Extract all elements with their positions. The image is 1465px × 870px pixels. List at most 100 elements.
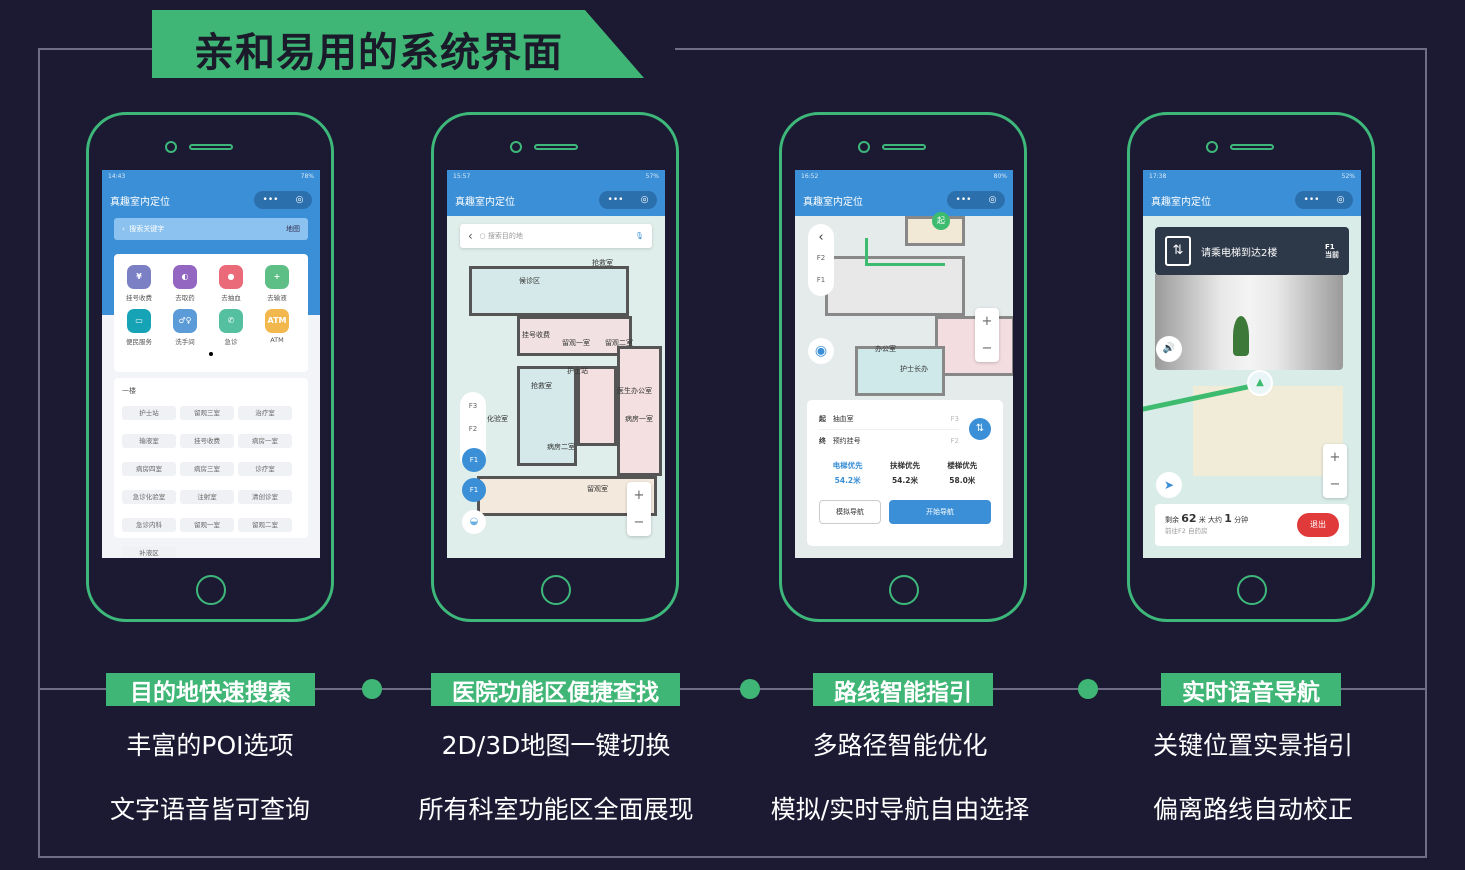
zoom-in-button[interactable]: + (1329, 450, 1341, 465)
room-chip[interactable]: 诊疗室 (238, 462, 292, 476)
zoom-control: +− (627, 482, 651, 536)
status-battery: 80% (993, 173, 1007, 180)
swap-button[interactable]: ⇅ (969, 418, 991, 440)
close-target-icon[interactable]: ◎ (295, 195, 304, 205)
floor-f2[interactable]: F2 (468, 425, 478, 433)
nav-bar: 真趣室内定位•••◎ (795, 184, 1013, 216)
zoom-in-button[interactable]: + (981, 314, 993, 329)
status-battery: 57% (645, 173, 659, 180)
floor-f1[interactable]: F1 (816, 276, 826, 284)
zoom-out-button[interactable]: − (981, 341, 993, 356)
more-icon[interactable]: ••• (1303, 195, 1320, 205)
back-icon[interactable]: ‹ (818, 230, 824, 245)
option-name: 楼梯优先 (947, 461, 978, 470)
back-icon[interactable]: ‹ (468, 229, 473, 243)
poi-registration[interactable]: ¥挂号收费 (116, 265, 162, 302)
close-target-icon[interactable]: ◎ (1336, 195, 1345, 205)
map-label: 留观室 (587, 485, 608, 493)
capsule-menu[interactable]: ••• ◎ (599, 191, 657, 209)
room-chip[interactable]: 挂号收费 (180, 434, 234, 448)
simulate-nav-button[interactable]: 模拟导航 (819, 500, 881, 524)
capsule-menu[interactable]: ••• ◎ (254, 191, 312, 209)
compass-icon[interactable]: ◒ (462, 510, 486, 534)
capsule-menu[interactable]: ••• ◎ (1295, 191, 1353, 209)
map-block (617, 346, 662, 476)
start-marker: 起 (932, 212, 950, 230)
more-icon[interactable]: ••• (607, 195, 624, 205)
elevator-icon: ⇅ (1165, 236, 1191, 266)
poi-pharmacy[interactable]: ◐去取药 (162, 265, 208, 302)
map-block (469, 266, 629, 316)
status-battery: 52% (1341, 173, 1355, 180)
room-chip[interactable]: 注射室 (180, 490, 234, 504)
status-time: 14:43 (108, 173, 126, 180)
close-target-icon[interactable]: ◎ (640, 195, 649, 205)
zoom-in-button[interactable]: + (633, 488, 645, 503)
map-2d[interactable]: 候诊区 抢救室 挂号收费 留观一室 留观二室 护士站 抢救室 医生办公室 病房一… (447, 216, 665, 558)
room-chip[interactable]: 病房一室 (238, 434, 292, 448)
room-chip[interactable]: 护士站 (122, 406, 176, 420)
room-chip[interactable]: 治疗室 (238, 406, 292, 420)
more-icon[interactable]: ••• (955, 195, 972, 205)
search-input[interactable]: ‹ 搜索关键字地图 (114, 218, 308, 240)
floor-f3[interactable]: F3 (468, 402, 478, 410)
start-nav-button[interactable]: 开始导航 (889, 500, 991, 524)
search-icon: ○ (479, 232, 486, 240)
current-floor-label: 当前 (1325, 251, 1339, 259)
room-chip[interactable]: 补液区 (122, 546, 176, 558)
poi-infusion[interactable]: +去输液 (254, 265, 300, 302)
close-target-icon[interactable]: ◎ (988, 195, 997, 205)
room-chip[interactable]: 急诊内科 (122, 518, 176, 532)
option-distance: 54.2米 (834, 476, 861, 485)
speaker-volume-icon[interactable]: 🔊 (1156, 336, 1182, 362)
camera-icon (165, 141, 177, 153)
map-block (855, 346, 945, 396)
floor-f2[interactable]: F2 (816, 254, 826, 262)
room-chip[interactable]: 留观一室 (180, 518, 234, 532)
floor-toggle-button[interactable]: F1 (462, 478, 486, 502)
page-indicator (209, 352, 213, 356)
poi-blood[interactable]: ●去抽血 (208, 265, 254, 302)
navigate-arrow-icon[interactable]: ➤ (1156, 472, 1182, 498)
room-chip[interactable]: 病房三室 (180, 462, 234, 476)
poi-restroom[interactable]: ♂♀洗手间 (162, 309, 208, 346)
room-chip[interactable]: 留观二室 (238, 518, 292, 532)
user-position-icon: ▲ (1247, 370, 1273, 396)
room-chip[interactable]: 急诊化验室 (122, 490, 176, 504)
frame-line (675, 48, 1427, 50)
zoom-out-button[interactable]: − (1329, 477, 1341, 492)
map-label: 医生办公室 (617, 387, 652, 395)
capsule-menu[interactable]: ••• ◎ (947, 191, 1005, 209)
microphone-icon[interactable]: 🎙 (635, 232, 644, 240)
room-chip[interactable]: 病房四室 (122, 462, 176, 476)
search-input[interactable]: ‹ ○ 搜索目的地🎙 (460, 224, 652, 248)
zoom-out-button[interactable]: − (633, 515, 645, 530)
poi-emergency[interactable]: ✆急诊 (208, 309, 254, 346)
back-icon[interactable]: ‹ (122, 225, 125, 233)
speaker-icon (1230, 144, 1274, 150)
more-icon[interactable]: ••• (262, 195, 279, 205)
room-chip[interactable]: 留观三室 (180, 406, 234, 420)
locate-icon[interactable]: ◉ (808, 338, 834, 364)
map-label: 留观二室 (605, 339, 633, 347)
floor-f1-active[interactable]: F1 (462, 448, 486, 472)
exit-button[interactable]: 退出 (1297, 513, 1339, 537)
poi-label: 便民服务 (126, 338, 152, 346)
poi-service[interactable]: ▭便民服务 (116, 309, 162, 346)
map-link[interactable]: 地图 (286, 225, 300, 233)
room-chip[interactable]: 输液室 (122, 434, 176, 448)
room-chip[interactable]: 清创诊室 (238, 490, 292, 504)
home-button (196, 575, 226, 605)
